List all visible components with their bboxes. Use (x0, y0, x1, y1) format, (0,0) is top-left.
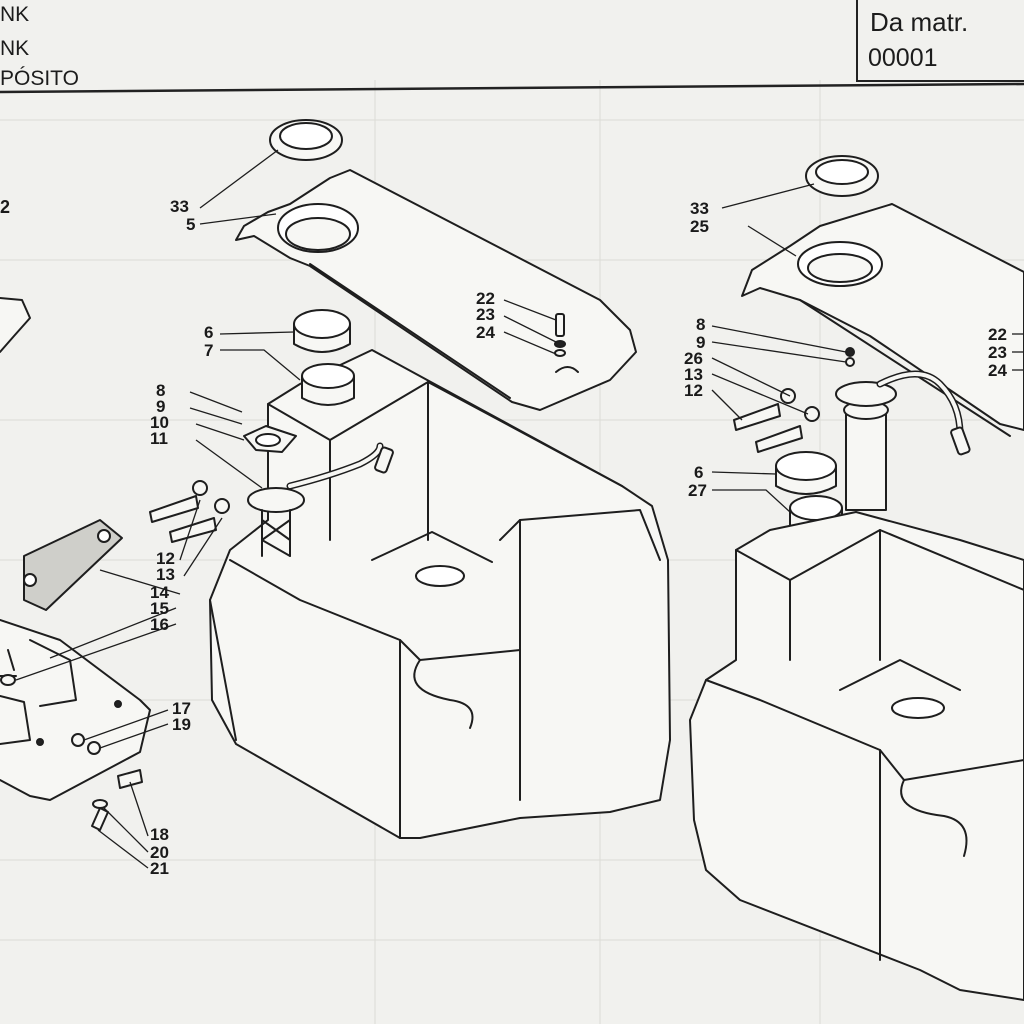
mounting-plate-14 (23, 519, 123, 611)
cap-6-left (293, 309, 351, 353)
hose-fittings-right (733, 347, 855, 453)
fuel-sender-right (835, 370, 971, 511)
callout-label: 22 (476, 289, 495, 308)
callout-label: 33 (690, 199, 709, 218)
callout-label: 11 (150, 429, 168, 448)
callout-label: 33 (170, 197, 189, 216)
callout-label: 24 (476, 323, 495, 342)
serial-value: 00001 (868, 44, 938, 72)
cap-ring-33-right (805, 155, 879, 197)
fuel-tank-left (209, 349, 671, 839)
callout-label: 14 (150, 583, 169, 602)
cap-6-right (775, 451, 837, 495)
serial-label: Da matr. (870, 7, 969, 37)
callout-label: 8 (156, 381, 166, 400)
top-cover-left (235, 169, 637, 411)
callout-label: 18 (150, 825, 169, 844)
serial-box (856, 0, 1024, 82)
callout-label: 7 (204, 341, 214, 360)
callout-label: 23 (988, 343, 1007, 362)
hose-fittings-12-13-left (149, 480, 230, 543)
callout-label: 6 (204, 323, 214, 342)
callout-label: 20 (150, 843, 169, 862)
screw-22-left (554, 313, 566, 357)
title-line-1: NK (0, 3, 30, 26)
callout-label: 12 (156, 549, 175, 568)
fuel-sender-11-left (247, 442, 394, 557)
callout-label: 12 (684, 381, 703, 400)
callout-label: 19 (172, 715, 191, 734)
callout-label: 10 (150, 413, 169, 432)
callout-label: 16 (150, 615, 169, 634)
callout-label: 6 (694, 463, 704, 482)
callout-label: 24 (988, 361, 1007, 380)
callout-label: 21 (150, 859, 169, 878)
callout-label: 26 (684, 349, 703, 368)
callout-label: 13 (156, 565, 175, 584)
callout-label: 27 (688, 481, 707, 500)
callout-label: 23 (476, 305, 495, 324)
callout-label: 17 (172, 699, 191, 718)
callout-label: 9 (156, 397, 166, 416)
header-rule (0, 82, 1024, 94)
callout-label: 13 (684, 365, 703, 384)
left-edge-mark: 2 (0, 197, 11, 217)
gasket-10-left (243, 425, 297, 453)
callout-label: 15 (150, 599, 169, 618)
cap-ring-33-left (269, 119, 343, 161)
title-line-3: PÓSITO (0, 67, 79, 90)
callout-label: 5 (186, 215, 196, 234)
callout-label: 9 (696, 333, 706, 352)
fuel-tank-right (689, 511, 1024, 1001)
bracket-fragment-edge (0, 297, 31, 353)
title-line-2: NK (0, 37, 30, 60)
callout-label: 8 (696, 315, 706, 334)
callout-label: 25 (690, 217, 709, 236)
filler-neck-7-left (301, 363, 355, 406)
leader-lines (15, 149, 1024, 869)
callout-label: 22 (988, 325, 1007, 344)
